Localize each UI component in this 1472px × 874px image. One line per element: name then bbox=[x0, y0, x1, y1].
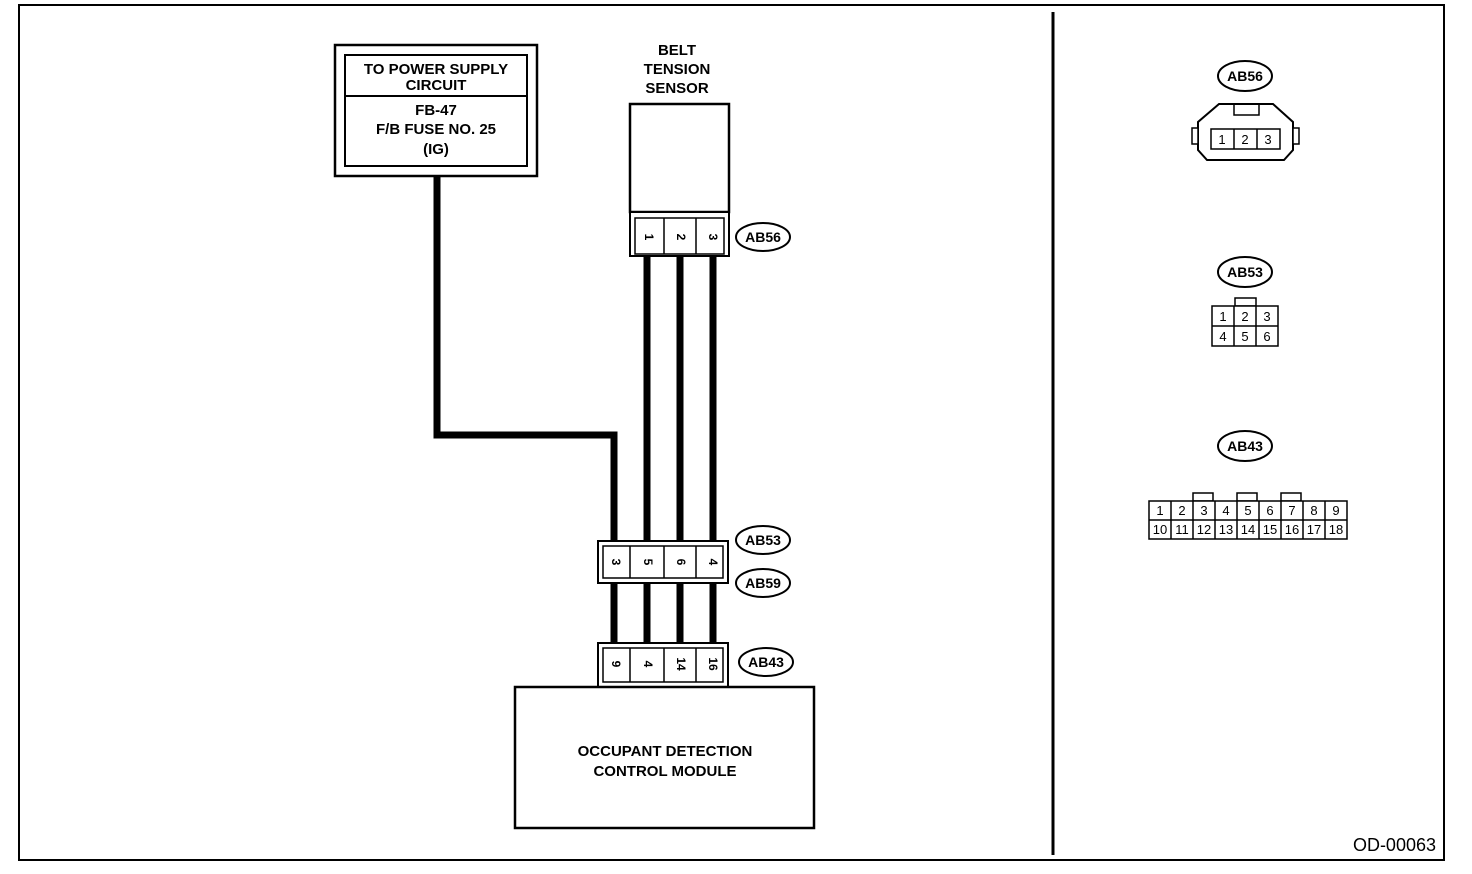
ab43-pin-9: 9 bbox=[609, 661, 623, 668]
view-ab43-tag: AB43 bbox=[1227, 438, 1263, 454]
ab56-pin-1: 1 bbox=[642, 234, 656, 241]
view-ab53-pin-4: 4 bbox=[1219, 329, 1226, 344]
connector-ab53: 3 5 6 4 AB53 AB59 bbox=[597, 525, 791, 598]
view-ab43-pin-17: 17 bbox=[1307, 522, 1321, 537]
view-ab43-pin-13: 13 bbox=[1219, 522, 1233, 537]
view-ab43-pin-2: 2 bbox=[1178, 503, 1185, 518]
ab43-tag: AB43 bbox=[748, 654, 784, 670]
module-label-line2: CONTROL MODULE bbox=[593, 763, 736, 780]
belt-tension-sensor: BELT TENSION SENSOR bbox=[628, 42, 731, 214]
ab43-pin-16: 16 bbox=[706, 657, 720, 671]
view-ab43-pin-6: 6 bbox=[1266, 503, 1273, 518]
connector-view-ab56: AB56 1 2 3 bbox=[1191, 60, 1300, 161]
ab56-pin-2: 2 bbox=[674, 234, 688, 241]
view-ab56-pin-1: 1 bbox=[1218, 132, 1225, 147]
view-ab53-pin-5: 5 bbox=[1241, 329, 1248, 344]
view-ab43-pin-12: 12 bbox=[1197, 522, 1211, 537]
view-ab53-tag: AB53 bbox=[1227, 264, 1263, 280]
view-ab43-pin-8: 8 bbox=[1310, 503, 1317, 518]
view-ab43-pin-10: 10 bbox=[1153, 522, 1167, 537]
connector-ab56: 1 2 3 AB56 bbox=[629, 211, 791, 257]
view-ab53-pin-2: 2 bbox=[1241, 309, 1248, 324]
view-ab43-pin-15: 15 bbox=[1263, 522, 1277, 537]
ab56-tag: AB56 bbox=[745, 229, 781, 245]
ab53-pin-6: 6 bbox=[674, 559, 688, 566]
sensor-label-line2: TENSION bbox=[644, 61, 711, 78]
ignition-label: (IG) bbox=[423, 141, 449, 158]
view-ab43-pin-1: 1 bbox=[1156, 503, 1163, 518]
connector-ab43: 9 4 14 16 AB43 bbox=[597, 642, 794, 688]
view-ab43-pin-14: 14 bbox=[1241, 522, 1255, 537]
ab53-tag: AB53 bbox=[745, 532, 781, 548]
ab53-pin-5: 5 bbox=[641, 559, 655, 566]
view-ab43-pin-18: 18 bbox=[1329, 522, 1343, 537]
view-ab43-pin-3: 3 bbox=[1200, 503, 1207, 518]
fuse-number: F/B FUSE NO. 25 bbox=[376, 121, 496, 138]
ab43-pin-4: 4 bbox=[641, 661, 655, 668]
view-ab53-pin-1: 1 bbox=[1219, 309, 1226, 324]
ab56-pin-3: 3 bbox=[706, 234, 720, 241]
power-supply-subtitle: CIRCUIT bbox=[406, 77, 467, 94]
power-supply-box: TO POWER SUPPLY CIRCUIT FB-47 F/B FUSE N… bbox=[333, 43, 539, 178]
view-ab56-tag: AB56 bbox=[1227, 68, 1263, 84]
ab53-pin-3: 3 bbox=[609, 559, 623, 566]
view-ab56-pin-2: 2 bbox=[1241, 132, 1248, 147]
ab59-tag: AB59 bbox=[745, 575, 781, 591]
view-ab43-pin-5: 5 bbox=[1244, 503, 1251, 518]
view-ab43-pin-7: 7 bbox=[1288, 503, 1295, 518]
view-ab56-pin-3: 3 bbox=[1264, 132, 1271, 147]
document-id: OD-00063 bbox=[1353, 835, 1436, 855]
power-supply-title: TO POWER SUPPLY bbox=[364, 61, 508, 78]
view-ab43-pin-9: 9 bbox=[1332, 503, 1339, 518]
wires bbox=[433, 176, 717, 643]
view-ab43-pin-16: 16 bbox=[1285, 522, 1299, 537]
view-ab53-pin-3: 3 bbox=[1263, 309, 1270, 324]
sensor-label-line1: BELT bbox=[658, 42, 696, 59]
view-ab43-pin-4: 4 bbox=[1222, 503, 1229, 518]
sensor-label-line3: SENSOR bbox=[645, 80, 709, 97]
ab43-pin-14: 14 bbox=[674, 657, 688, 671]
occupant-detection-module: OCCUPANT DETECTION CONTROL MODULE bbox=[513, 685, 816, 830]
view-ab53-pin-6: 6 bbox=[1263, 329, 1270, 344]
ab53-pin-4: 4 bbox=[706, 559, 720, 566]
power-wire bbox=[433, 176, 618, 541]
fuse-box-id: FB-47 bbox=[415, 102, 457, 119]
view-ab43-pin-11: 11 bbox=[1175, 522, 1189, 537]
diagram-frame bbox=[18, 4, 1445, 861]
module-label-line1: OCCUPANT DETECTION bbox=[578, 743, 753, 760]
